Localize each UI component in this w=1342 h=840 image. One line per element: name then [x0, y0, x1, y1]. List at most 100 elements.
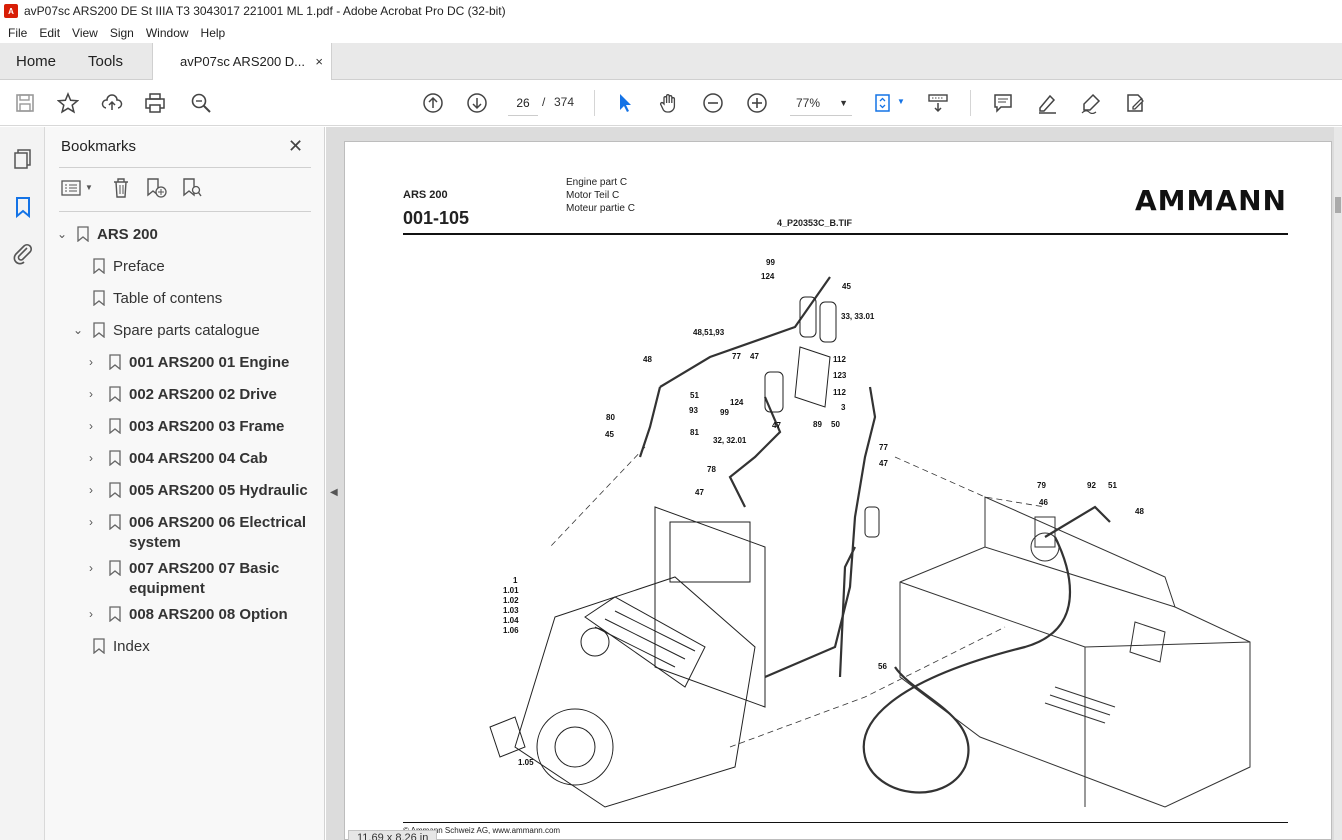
fit-page-icon[interactable] [870, 90, 896, 116]
callout-label: 92 [1087, 481, 1096, 490]
page-section-code: 001-105 [403, 208, 470, 228]
page-desc-en: Engine part C [566, 177, 628, 188]
callout-label: 124 [730, 398, 744, 407]
bookmark-panel-icon[interactable] [11, 195, 35, 219]
bookmark-index[interactable]: Index [93, 637, 150, 657]
toolbar-divider [594, 90, 595, 116]
bookmark-icon [109, 514, 121, 530]
zoom-in-icon[interactable] [744, 90, 770, 116]
bookmark-spare-parts[interactable]: ⌄ Spare parts catalogue [73, 321, 260, 341]
bookmark-label: Table of contens [113, 290, 223, 307]
find-bookmark-icon[interactable] [181, 177, 203, 199]
new-bookmark-icon[interactable] [145, 177, 167, 199]
menu-edit[interactable]: Edit [39, 25, 61, 40]
tank-drawing [899, 496, 1251, 808]
callout-label: 112 [833, 388, 846, 397]
fit-dropdown-chevron-icon[interactable]: ▼ [897, 97, 905, 106]
previous-page-icon[interactable] [420, 90, 446, 116]
callout-label: 81 [690, 428, 699, 437]
bookmark-003-frame[interactable]: › 003 ARS200 03 Frame [89, 417, 284, 437]
zoom-level-select[interactable]: 77% ▼ [790, 90, 852, 116]
bookmark-table-of-contents[interactable]: Table of contens [93, 289, 222, 309]
menu-window[interactable]: Window [145, 25, 189, 40]
chevron-right-icon[interactable]: › [89, 451, 93, 465]
tab-tools[interactable]: Tools [88, 53, 124, 70]
bookmark-icon [109, 606, 121, 622]
menu-view[interactable]: View [72, 25, 98, 40]
callout-label: 123 [833, 371, 847, 380]
chevron-right-icon[interactable]: › [89, 607, 93, 621]
sign-pen-icon[interactable] [1078, 90, 1104, 116]
document-viewport[interactable]: ARS 200 001-105 Engine part C Motor Teil… [326, 127, 1342, 840]
header-rule [403, 233, 1288, 235]
pages-thumbnail-icon[interactable] [11, 147, 35, 171]
page-number-input[interactable] [508, 90, 538, 116]
bookmark-007-basic-equipment[interactable]: › 007 ARS200 07 Basic equipment [89, 559, 319, 599]
bookmark-label: 002 ARS200 02 Drive [129, 386, 277, 403]
window-title: avP07sc ARS200 DE St IIIA T3 3043017 221… [24, 4, 506, 18]
callout-label: 56 [878, 662, 887, 671]
tab-document[interactable]: avP07sc ARS200 D... × [152, 43, 332, 80]
bookmark-006-electrical[interactable]: › 006 ARS200 06 Electrical system [89, 513, 319, 553]
callout-label: 99 [766, 258, 775, 267]
page-file-name: 4_P20353C_B.TIF [777, 218, 853, 228]
bookmark-icon [93, 638, 105, 654]
page-separator: / [542, 95, 546, 109]
title-bar: A avP07sc ARS200 DE St IIIA T3 3043017 2… [0, 0, 1342, 22]
menu-help[interactable]: Help [200, 25, 226, 40]
bookmark-label: Spare parts catalogue [113, 322, 260, 339]
tab-home[interactable]: Home [16, 53, 57, 70]
comment-icon[interactable] [990, 90, 1016, 116]
callout-label: 89 [813, 420, 822, 429]
chevron-right-icon[interactable]: › [89, 561, 93, 575]
callout-label: 51 [1108, 481, 1117, 490]
close-tab-icon[interactable]: × [315, 54, 323, 69]
chevron-right-icon[interactable]: › [89, 483, 93, 497]
scrollbar-thumb[interactable] [1335, 197, 1341, 213]
select-cursor-icon[interactable] [612, 90, 638, 116]
attachment-paperclip-icon[interactable] [11, 241, 35, 265]
chevron-right-icon[interactable]: › [89, 387, 93, 401]
star-icon[interactable] [55, 90, 81, 116]
delete-trash-icon[interactable] [111, 177, 131, 199]
menu-file[interactable]: File [8, 25, 28, 40]
bookmark-005-hydraulic[interactable]: › 005 ARS200 05 Hydraulic [89, 481, 308, 501]
save-icon[interactable] [12, 90, 38, 116]
chevron-right-icon[interactable]: › [89, 355, 93, 369]
leader-lines [549, 446, 1046, 748]
print-icon[interactable] [142, 90, 168, 116]
page-model: ARS 200 [403, 189, 448, 201]
hand-tool-icon[interactable] [656, 90, 682, 116]
chevron-right-icon[interactable]: › [89, 515, 93, 529]
callouts: 99 124 45 33, 33.01 48,51,93 112 77 47 1… [503, 258, 1144, 767]
callout-label: 77 [879, 443, 888, 452]
options-chevron-icon[interactable]: ▼ [85, 183, 93, 192]
next-page-icon[interactable] [464, 90, 490, 116]
hose-lines [638, 276, 1111, 794]
collapse-panel-icon[interactable]: ◀ [330, 487, 338, 498]
menu-sign[interactable]: Sign [109, 25, 134, 40]
bookmark-ars200[interactable]: ⌄ ARS 200 [57, 225, 158, 245]
callout-label: 50 [831, 420, 840, 429]
tab-document-label: avP07sc ARS200 D... [180, 54, 306, 69]
scroll-mode-icon[interactable] [925, 90, 951, 116]
page-footer: © Ammann Schweiz AG, www.ammann.com [403, 826, 561, 835]
bookmark-preface[interactable]: Preface [93, 257, 165, 277]
vertical-scrollbar[interactable] [1334, 127, 1342, 840]
bookmark-001-engine[interactable]: › 001 ARS200 01 Engine [89, 353, 289, 373]
upload-cloud-icon[interactable] [99, 90, 125, 116]
chevron-right-icon[interactable]: › [89, 419, 93, 433]
exploded-parts-drawing: 99 124 45 33, 33.01 48,51,93 112 77 47 1… [489, 258, 1251, 808]
bookmark-004-cab[interactable]: › 004 ARS200 04 Cab [89, 449, 268, 469]
chevron-down-icon[interactable]: ⌄ [73, 323, 84, 337]
bookmark-008-option[interactable]: › 008 ARS200 08 Option [89, 605, 288, 625]
close-panel-icon[interactable]: ✕ [288, 136, 304, 156]
bookmark-002-drive[interactable]: › 002 ARS200 02 Drive [89, 385, 277, 405]
highlight-pen-icon[interactable] [1034, 90, 1060, 116]
edit-document-icon[interactable] [1122, 90, 1148, 116]
zoom-out-icon[interactable] [700, 90, 726, 116]
bookmark-options-icon[interactable] [61, 180, 81, 196]
bookmark-label: 007 ARS200 07 Basic equipment [129, 560, 280, 597]
zoom-search-icon[interactable] [188, 90, 214, 116]
chevron-down-icon[interactable]: ⌄ [57, 227, 68, 241]
